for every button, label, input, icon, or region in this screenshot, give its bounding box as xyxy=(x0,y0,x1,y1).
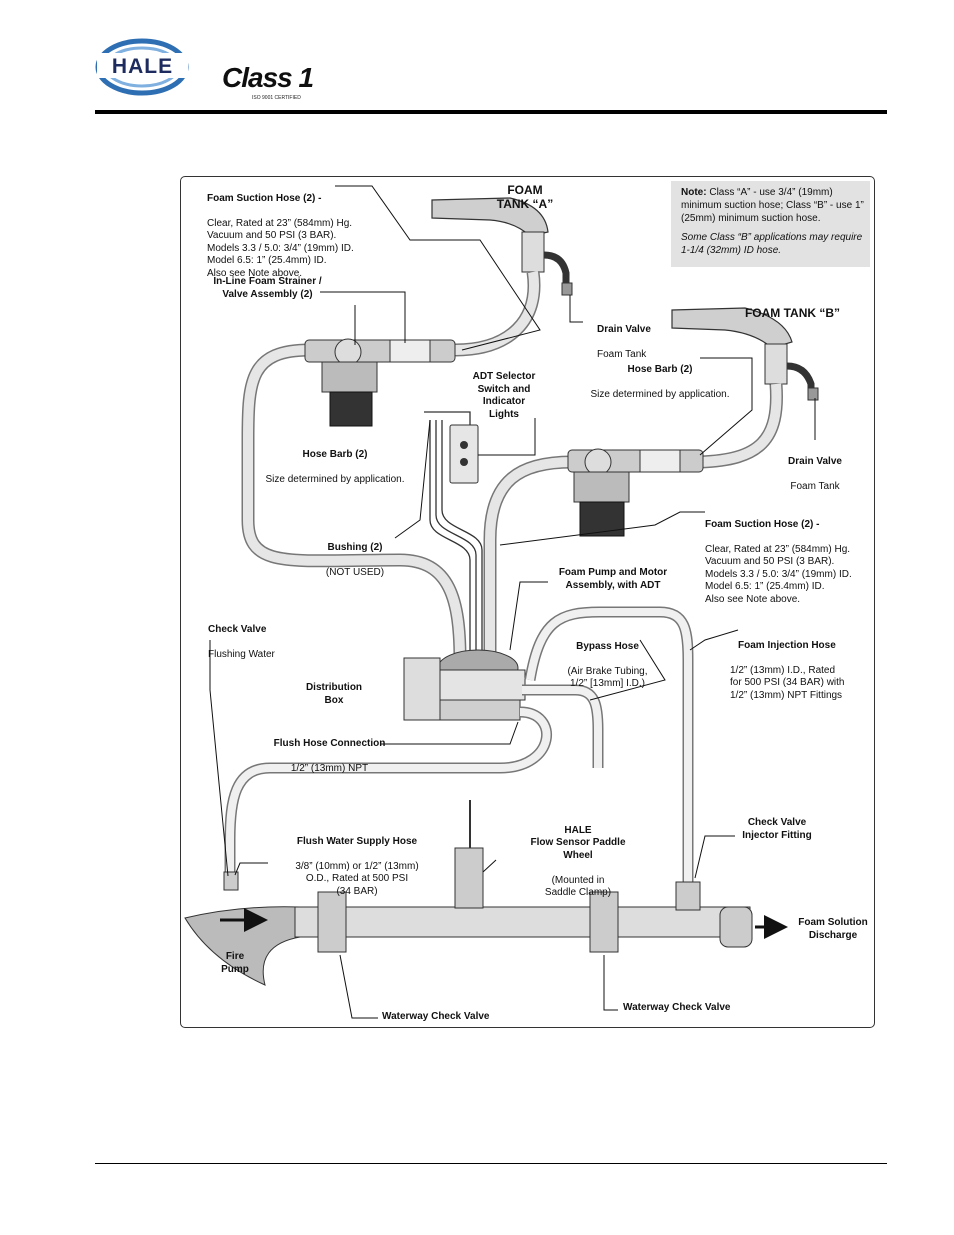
hale-logo-text: HALE xyxy=(111,55,174,78)
distribution-box-label: Distribution Box xyxy=(305,682,363,706)
hose-barb-b-body: Size determined by application. xyxy=(590,388,730,400)
discharge-pipe xyxy=(719,906,753,948)
drain-valve-a-label: Drain Valve Foam Tank xyxy=(597,311,677,361)
tank-a-fitting xyxy=(521,231,545,273)
distribution-box xyxy=(403,657,441,721)
flow-sensor-title: HALE Flow Sensor Paddle Wheel xyxy=(530,824,626,861)
strainer-a-assembly xyxy=(304,338,456,427)
hale-logo-swoosh-icon xyxy=(95,38,189,96)
drain-valve-a-body: Foam Tank xyxy=(597,348,647,360)
header-rule xyxy=(95,110,887,114)
foam-tank-a-label: FOAM TANK “A” xyxy=(496,183,554,211)
strainer-label: In-Line Foam Strainer / Valve Assembly (… xyxy=(213,276,322,300)
waterway-pipe xyxy=(294,906,751,938)
waterway-check-valve-right-label: Waterway Check Valve xyxy=(623,1002,731,1013)
drain-valve-b-handle-icon xyxy=(807,387,819,401)
note-body: Class “A” - use 3/4” (19mm) minimum suct… xyxy=(681,187,864,224)
drain-valve-b-body: Foam Tank xyxy=(790,480,840,492)
bushing-label: Bushing (2) (NOT USED) xyxy=(315,529,395,579)
flush-water-supply-body: 3/8” (10mm) or 1/2” (13mm) O.D., Rated a… xyxy=(295,860,419,897)
drain-valve-a-icon xyxy=(543,251,570,287)
foam-pump-assembly xyxy=(437,649,526,721)
hose-barb-a-title: Hose Barb (2) xyxy=(302,448,368,460)
class1-logo: Class 1 ISO 9001 CERTIFIED xyxy=(222,62,347,104)
foam-suction-hose-a-label: Foam Suction Hose (2) - Clear, Rated at … xyxy=(207,180,382,280)
drain-valve-b-icon xyxy=(786,362,815,396)
fire-pump-label: Fire Pump xyxy=(221,951,249,975)
drain-valve-a-handle-icon xyxy=(561,282,573,296)
adt-selector-label: ADT Selector Switch and Indicator Lights xyxy=(472,371,536,420)
hale-logo: HALE xyxy=(95,38,190,96)
foam-solution-discharge-label: Foam Solution Discharge xyxy=(798,917,868,941)
class1-logo-text: Class 1 xyxy=(222,62,314,93)
pump-motor-label: Foam Pump and Motor Assembly, with ADT xyxy=(558,567,668,591)
flow-sensor-body xyxy=(454,847,484,909)
foam-injection-hose-body: 1/2” (13mm) I.D., Rated for 500 PSI (34 … xyxy=(730,664,845,701)
flush-hose-connection-body: 1/2” (13mm) NPT xyxy=(290,762,369,774)
bypass-hose-title: Bypass Hose xyxy=(576,640,639,652)
check-valve-injector-label: Check Valve Injector Fitting xyxy=(742,817,812,841)
foam-suction-hose-b-label: Foam Suction Hose (2) - Clear, Rated at … xyxy=(705,506,875,606)
hose-barb-b-title: Hose Barb (2) xyxy=(627,363,693,375)
foam-suction-hose-a-title: Foam Suction Hose (2) - xyxy=(207,192,322,204)
waterway-check-valve-left-label: Waterway Check Valve xyxy=(382,1011,490,1022)
note-italic: Some Class “B” applications may require … xyxy=(681,232,863,256)
strainer-b-assembly xyxy=(567,448,704,537)
flush-water-supply-label: Flush Water Supply Hose 3/8” (10mm) or 1… xyxy=(282,823,432,898)
note-title: Note: xyxy=(681,187,707,198)
injector-fitting xyxy=(675,881,701,911)
foam-tank-b-label: FOAM TANK “B” xyxy=(744,306,841,320)
hose-barb-a-body: Size determined by application. xyxy=(265,473,405,485)
note-box xyxy=(671,181,870,267)
foam-suction-hose-b-title: Foam Suction Hose (2) - xyxy=(705,518,820,530)
flush-check-valve-icon xyxy=(223,871,239,891)
foam-suction-hose-a-body: Clear, Rated at 23” (584mm) Hg. Vacuum a… xyxy=(207,217,354,279)
foam-injection-hose-title: Foam Injection Hose xyxy=(738,639,836,651)
check-valve-flush-label: Check Valve Flushing Water xyxy=(208,611,308,661)
class1-logo-subtitle: ISO 9001 CERTIFIED xyxy=(252,95,301,101)
hose-barb-b-label: Hose Barb (2) Size determined by applica… xyxy=(580,351,740,401)
bypass-hose-label: Bypass Hose (Air Brake Tubing, 1/2” [13m… xyxy=(560,628,655,691)
tank-b-fitting xyxy=(764,343,788,385)
flow-sensor-body: (Mounted in Saddle Clamp) xyxy=(544,874,612,899)
diagram-frame xyxy=(180,176,875,1028)
check-valve-flush-body: Flushing Water xyxy=(208,648,275,660)
bushing-body: (NOT USED) xyxy=(325,566,385,578)
check-valve-flush-title: Check Valve xyxy=(208,623,267,635)
adt-selector-panel xyxy=(449,424,479,484)
flush-water-supply-title: Flush Water Supply Hose xyxy=(296,835,418,847)
adt-cables xyxy=(429,420,483,660)
note-text: Note: Class “A” - use 3/4” (19mm) minimu… xyxy=(681,186,871,257)
waterway-check-valve-left xyxy=(317,891,347,953)
flush-hose-connection-label: Flush Hose Connection 1/2” (13mm) NPT xyxy=(262,725,397,775)
bypass-hose-body: (Air Brake Tubing, 1/2” [13mm] I.D.) xyxy=(567,665,648,690)
flush-hose-connection-title: Flush Hose Connection xyxy=(273,737,386,749)
fire-pump-outlet xyxy=(184,906,301,986)
waterway-check-valve-right xyxy=(589,891,619,953)
hose-barb-a-label: Hose Barb (2) Size determined by applica… xyxy=(255,436,415,486)
drain-valve-b-title: Drain Valve xyxy=(788,455,842,467)
bushing-title: Bushing (2) xyxy=(327,541,383,553)
leader-lines xyxy=(209,185,816,1019)
foam-injection-hose-label: Foam Injection Hose 1/2” (13mm) I.D., Ra… xyxy=(730,627,870,702)
flow-sensor-label: HALE Flow Sensor Paddle Wheel (Mounted i… xyxy=(518,812,638,900)
footer-rule xyxy=(95,1163,887,1164)
drain-valve-a-title: Drain Valve xyxy=(597,323,651,335)
drain-valve-b-label: Drain Valve Foam Tank xyxy=(780,443,850,493)
foam-suction-hose-b-body: Clear, Rated at 23” (584mm) Hg. Vacuum a… xyxy=(705,543,852,605)
